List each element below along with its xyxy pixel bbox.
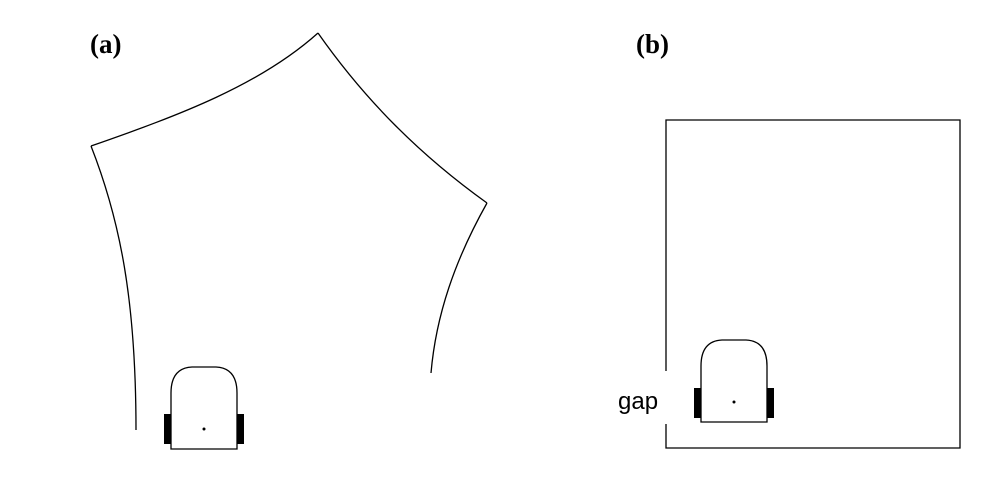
robot-body [170,366,238,450]
panel-a: (a) [90,29,488,450]
robot-right-wheel [237,414,244,444]
arena-wall-bottom-right [430,202,488,374]
square-arena-wall [665,119,961,449]
robot-center-dot [202,427,206,431]
gap-label: gap [618,388,658,415]
robot-right-wheel [767,388,774,418]
robot-left-wheel [694,388,701,418]
arena-wall-top-right [317,32,488,204]
panel-a-label: (a) [90,29,121,59]
robot-body [700,339,768,423]
robot-left-wheel [164,414,171,444]
arena-wall-top-left [90,32,319,147]
robot-a [164,366,244,450]
arena-wall-bottom-left [90,145,137,431]
robot-b [694,339,774,423]
panel-b: (b) gap [618,29,961,449]
robot-center-dot [732,400,736,404]
panel-b-label: (b) [636,29,669,59]
